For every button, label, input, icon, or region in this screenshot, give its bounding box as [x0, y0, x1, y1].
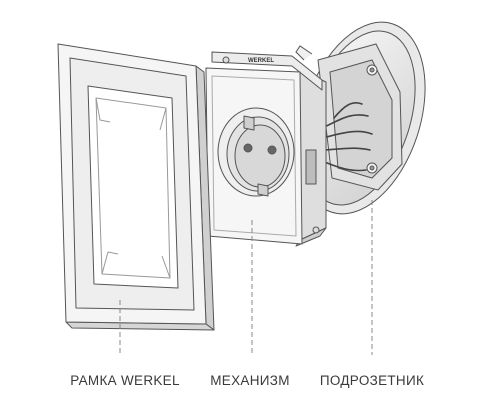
- mechanism-label: МЕХАНИЗМ: [210, 373, 290, 388]
- frame-label: РАМКА WERKEL: [70, 373, 180, 388]
- frame: [57, 43, 215, 331]
- leader-lines: [119, 200, 373, 355]
- mounting-box-label: ПОДРОЗЕТНИК: [319, 373, 425, 388]
- mechanism: [205, 51, 327, 247]
- brand-mark: WERKEL: [248, 58, 274, 64]
